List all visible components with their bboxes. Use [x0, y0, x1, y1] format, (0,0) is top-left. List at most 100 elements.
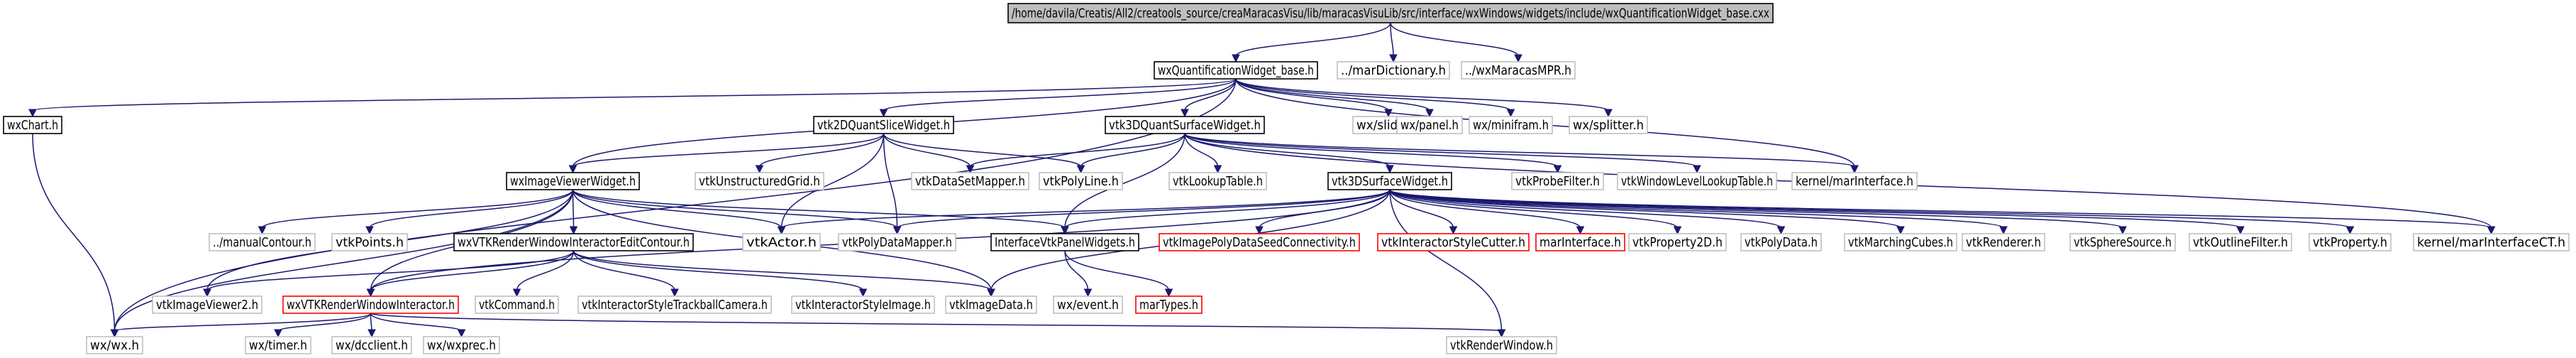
dependency-edge-v2dslice-to-vtkpdmapper — [883, 133, 902, 235]
node-box — [1569, 116, 1648, 134]
node-wxchart[interactable]: wxChart.h — [3, 116, 62, 134]
dependency-edge-wxvtkrwiedit-to-wxvtkrwi — [366, 250, 575, 298]
node-box — [813, 116, 954, 134]
node-label: wxQuantificationWidget_base.h — [1158, 63, 1314, 78]
node-label: vtkInteractorStyleImage.h — [795, 298, 931, 313]
node-box — [1511, 172, 1604, 190]
node-label: vtkCommand.h — [479, 298, 555, 313]
node-v3dsurf[interactable]: vtk3DSurfaceWidget.h — [1327, 172, 1452, 190]
dependency-edge-ivtkpanel-to-martypes — [1064, 250, 1173, 298]
node-label: wxImageViewerWidget.h — [510, 174, 636, 189]
dependency-edge-v3dsurf-to-marinterface — [1389, 189, 1585, 235]
node-label: marTypes.h — [1139, 298, 1198, 313]
dependency-edge-wxvtkrwi-to-vtkrenderwindow — [370, 313, 1506, 338]
nodes-layer: /home/davila/Creatis/All2/creatools_sour… — [3, 3, 2570, 354]
dependency-edge-wxvtkrwi-to-wxwx — [110, 313, 372, 338]
dependency-edge-v3dquant-to-vtklut — [1184, 133, 1222, 174]
node-label: wx/timer.h — [249, 338, 307, 353]
node-wxdcclient: wx/dcclient.h — [331, 336, 412, 354]
node-label: wx/dcclient.h — [336, 338, 408, 353]
node-label: vtkRenderer.h — [1966, 235, 2041, 250]
dependency-edge-wxvtkrwiedit-to-vtkcommand — [512, 250, 575, 298]
node-box — [1159, 233, 1360, 251]
node-vtkprop2d: vtkProperty2D.h — [1628, 233, 1727, 251]
node-wxpanel: wx/panel.h — [1396, 116, 1463, 134]
node-vtkcommand: vtkCommand.h — [475, 295, 559, 314]
node-wxvtkrwiedit[interactable]: wxVTKRenderWindowInteractorEditContour.h — [453, 233, 694, 251]
node-label: vtkRenderWindow.h — [1450, 338, 1553, 353]
dependency-edge-root-to-wxqw — [1232, 22, 1391, 63]
node-box — [1105, 116, 1265, 134]
node-root[interactable]: /home/davila/Creatis/All2/creatools_sour… — [1007, 3, 1774, 23]
edges-layer — [28, 22, 2496, 338]
node-box — [1007, 3, 1774, 23]
node-label: ../manualContour.h — [213, 235, 311, 250]
dependency-edge-wxqw-to-wxsplitter — [1235, 78, 1613, 118]
node-label: vtk2DQuantSliceWidget.h — [817, 118, 950, 133]
node-vtkugrid: vtkUnstructuredGrid.h — [695, 172, 824, 190]
node-box — [331, 336, 412, 354]
node-box — [1053, 295, 1123, 314]
node-box — [695, 172, 824, 190]
node-vtkipdsc[interactable]: vtkImagePolyDataSeedConnectivity.h — [1159, 233, 1360, 251]
dependency-edge-wximgviewer-to-vtkpdmapper — [572, 189, 902, 235]
node-box — [331, 233, 408, 251]
node-label: kernel/marInterfaceCT.h — [2417, 235, 2565, 250]
node-wximgviewer[interactable]: wxImageViewerWidget.h — [506, 172, 640, 190]
dependency-edge-wxqw-to-v3dquant — [1181, 78, 1237, 118]
node-marinterface[interactable]: marInterface.h — [1535, 233, 1625, 251]
node-vtkrenderer: vtkRenderer.h — [1962, 233, 2045, 251]
node-mardict: ../marDictionary.h — [1337, 61, 1450, 80]
node-label: wx/panel.h — [1400, 118, 1459, 133]
node-vtksphere: vtkSphereSource.h — [2069, 233, 2176, 251]
dependency-edge-v3dquant-to-kmarinterface — [1184, 133, 1859, 174]
dependency-edge-v3dsurf-to-ivtkpanel — [1061, 189, 1391, 235]
node-box — [1791, 172, 1918, 190]
node-box — [245, 336, 311, 354]
dependency-edge-v2dslice-to-vtkugrid — [755, 133, 885, 174]
dependency-edge-wxvtkrwi-to-wxtimer — [274, 313, 372, 338]
node-label: /home/davila/Creatis/All2/creatools_sour… — [1012, 6, 1769, 21]
dependency-edge-ivtkpanel-to-wxevent — [1064, 250, 1093, 298]
node-v2dslice[interactable]: vtk2DQuantSliceWidget.h — [813, 116, 954, 134]
node-martypes[interactable]: marTypes.h — [1135, 295, 1203, 314]
node-label: ../wxMaracasMPR.h — [1465, 63, 1571, 78]
node-box — [577, 295, 772, 314]
dependency-edge-wximgviewer-to-vtkpoints — [365, 189, 574, 235]
dependency-edge-wxvtkrwiedit-to-vtkisimage — [573, 250, 868, 298]
node-label: wxChart.h — [7, 118, 58, 133]
dependency-edge-v3dquant-to-vtkpolyline — [1076, 133, 1185, 174]
node-ivtkpanel[interactable]: InterfaceVtkPanelWidgets.h — [990, 233, 1139, 251]
node-vtkimgviewer2: vtkImageViewer2.h — [152, 295, 262, 314]
node-label: kernel/marInterface.h — [1796, 174, 1913, 189]
dependency-edge-wxqw-to-v2dslice — [879, 78, 1237, 118]
node-box — [506, 172, 640, 190]
node-label: vtkWindowLevelLookupTable.h — [1621, 174, 1773, 189]
node-label: wx/wx.h — [90, 338, 139, 353]
node-box — [1446, 336, 1557, 354]
node-vtkproperty: vtkProperty.h — [2309, 233, 2392, 251]
dependency-edge-wximgviewer-to-wxvtkrwiedit — [569, 189, 578, 235]
node-vtkprobe: vtkProbeFilter.h — [1511, 172, 1604, 190]
node-box — [742, 233, 821, 251]
node-box — [282, 295, 459, 314]
dependency-edge-v3dsurf-to-vtkprop2d — [1389, 189, 1682, 235]
node-label: vtkActor.h — [746, 235, 817, 250]
node-wxwxprec: wx/wxprec.h — [423, 336, 500, 354]
dependency-edge-v3dquant-to-vtkwlut — [1184, 133, 1701, 174]
dependency-edge-v2dslice-to-wximgviewer — [568, 133, 885, 174]
node-wxwx: wx/wx.h — [86, 336, 143, 354]
node-label: vtk3DQuantSurfaceWidget.h — [1109, 118, 1261, 133]
node-box — [990, 233, 1139, 251]
node-label: InterfaceVtkPanelWidgets.h — [995, 235, 1135, 250]
node-vtkiscutter[interactable]: vtkInteractorStyleCutter.h — [1377, 233, 1530, 251]
node-label: vtkPolyDataMapper.h — [842, 235, 952, 250]
node-wxvtkrwi[interactable]: wxVTKRenderWindowInteractor.h — [282, 295, 459, 314]
node-box — [3, 116, 62, 134]
node-box — [2069, 233, 2176, 251]
node-v3dquant[interactable]: vtk3DQuantSurfaceWidget.h — [1105, 116, 1265, 134]
node-wxqw[interactable]: wxQuantificationWidget_base.h — [1154, 61, 1318, 80]
node-label: vtkImageViewer2.h — [156, 298, 258, 313]
node-box — [1396, 116, 1463, 134]
